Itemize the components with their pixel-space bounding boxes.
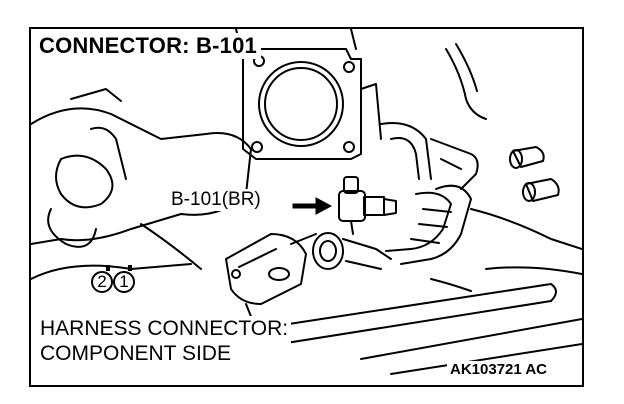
- callout-arrow: [292, 197, 333, 215]
- hose-fitting-2: [522, 178, 560, 202]
- engine-illustration: [31, 29, 582, 375]
- harness-connector-note: HARNESS CONNECTOR: COMPONENT SIDE: [37, 316, 292, 366]
- lower-component: [290, 232, 392, 270]
- harness-line-2: COMPONENT SIDE: [40, 342, 231, 365]
- solenoid-valve: [338, 176, 397, 235]
- connector-title: CONNECTOR: B-101: [37, 33, 261, 59]
- pin-1: 1: [113, 271, 135, 293]
- upper-hose: [380, 122, 432, 180]
- lower-pipe: [255, 283, 557, 348]
- connector-callout-label: B-101(BR): [169, 189, 263, 211]
- connector-pin-symbol: 2 1: [91, 265, 155, 299]
- harness-line-1: HARNESS CONNECTOR:: [40, 317, 289, 340]
- engine-block-outline: [31, 107, 252, 245]
- figure-code: AK103721 AC: [447, 361, 550, 378]
- pin-2: 2: [91, 271, 113, 293]
- throttle-body: [242, 48, 362, 160]
- bracket-sensor: [225, 233, 307, 330]
- diagram-frame: CONNECTOR: B-101 B-101(BR) 2 1 HARNESS C…: [29, 27, 584, 387]
- hose-fitting-1: [509, 146, 545, 169]
- corrugated-hose: [385, 184, 472, 265]
